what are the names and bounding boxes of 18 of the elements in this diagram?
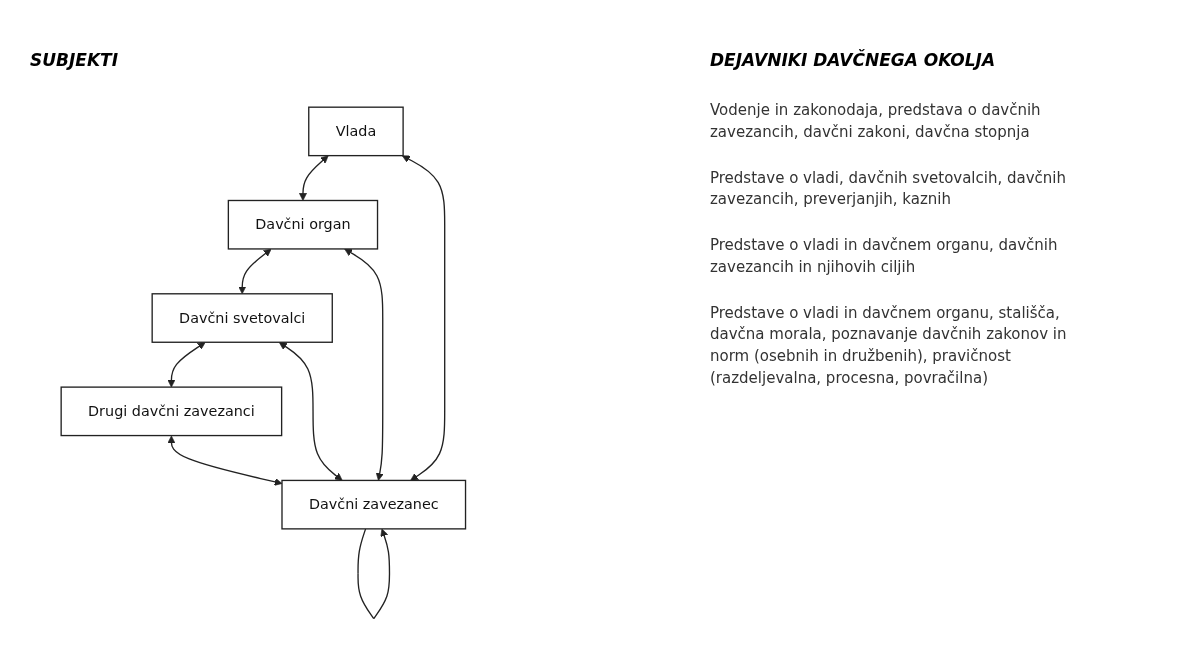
arrow bbox=[402, 155, 446, 481]
arrow bbox=[357, 528, 391, 620]
factor-description: Predstave o vladi in davčnem organu, stališča, davčna morala, poznavanje davčnih zakonov in norm (osebnih in družbenih), pravičnost (razdeljevalna, procesna, povračilna) bbox=[710, 302, 1068, 389]
arrow bbox=[167, 342, 206, 388]
factor-description: Predstave o vladi in davčnem organu, davčnih zavezancih in njihovih ciljih bbox=[710, 235, 1059, 278]
factor-description: Predstave o vladi, davčnih svetovalcih, davčnih zavezancih, preverjanjih, kaznih bbox=[710, 167, 1067, 211]
arrow bbox=[278, 342, 343, 481]
node-box: Vlada bbox=[308, 106, 404, 157]
column-heading: DEJAVNIKI DAVČNEGA OKOLJA bbox=[710, 50, 997, 70]
arrow bbox=[299, 155, 329, 201]
arrow bbox=[344, 248, 384, 481]
arrow bbox=[238, 248, 272, 295]
node-box: Drugi davčni zavezanci bbox=[60, 386, 283, 437]
node-box: Davčni organ bbox=[227, 199, 379, 250]
column-heading: SUBJEKTI bbox=[30, 50, 120, 70]
node-box: Davčni svetovalci bbox=[151, 293, 333, 343]
factor-description: Vodenje in zakonodaja, predstava o davčnih zavezancih, davčni zakoni, davčna stopnja bbox=[710, 100, 1042, 143]
node-box: Davčni zavezanec bbox=[281, 479, 467, 530]
